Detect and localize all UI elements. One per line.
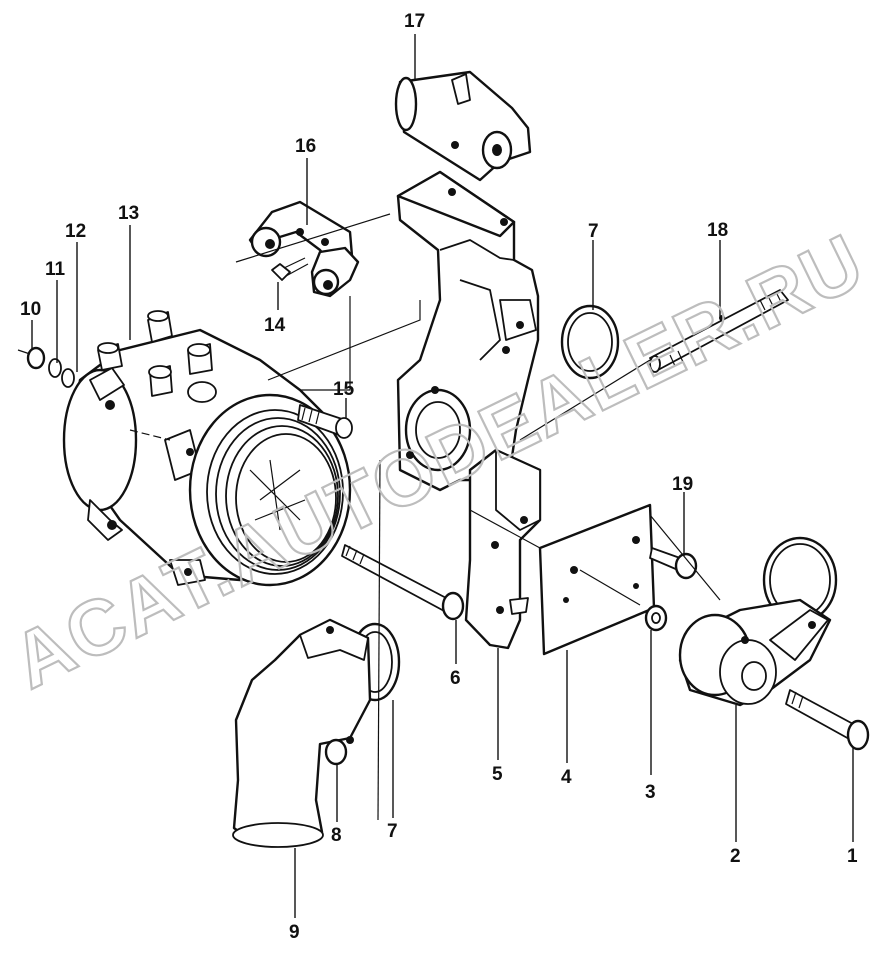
- callout-2: 2: [730, 846, 741, 867]
- callout-14: 14: [264, 315, 286, 336]
- part-1-bolt: [785, 689, 870, 751]
- callout-12: 12: [65, 221, 86, 242]
- part-19-bolt: [649, 547, 698, 580]
- callout-16: 16: [295, 136, 316, 157]
- part-6-long-bolt: [341, 544, 465, 621]
- parts-10-11-12-nut-washers: [17, 346, 75, 388]
- callout-15: 15: [333, 379, 355, 400]
- callout-3: 3: [645, 782, 656, 803]
- part-7-gasket-ring-upper: [560, 304, 620, 380]
- part-14-bolt: [271, 257, 309, 281]
- callout-8: 8: [331, 825, 342, 846]
- part-16-bracket: [248, 200, 360, 298]
- main-mounting-bracket: [396, 170, 542, 650]
- callout-10: 10: [20, 299, 41, 320]
- callout-13: 13: [118, 203, 139, 224]
- callout-5: 5: [492, 764, 503, 785]
- callout-labels: 17 16 13 12 11 10 14 15 7 18 19 6 5 4 3 …: [20, 11, 858, 943]
- part-9-elbow-pipe: [232, 618, 372, 848]
- part-18-stud: [649, 289, 789, 373]
- callout-19: 19: [672, 474, 693, 495]
- callout-9: 9: [289, 922, 300, 943]
- part-15-bolt: [297, 404, 353, 439]
- compressor-pulley: [188, 393, 352, 587]
- callout-7-lower: 7: [387, 821, 398, 842]
- callout-17: 17: [404, 11, 425, 32]
- callout-7-upper: 7: [588, 221, 599, 242]
- callout-1: 1: [847, 846, 858, 867]
- callout-4: 4: [561, 767, 572, 788]
- callout-18: 18: [707, 220, 728, 241]
- part-3-washer: [644, 604, 668, 632]
- part-17-clamp: [394, 70, 532, 182]
- callout-6: 6: [450, 668, 461, 689]
- callout-11: 11: [45, 259, 66, 280]
- part-8-nut: [324, 738, 348, 766]
- part-2-tensioner: [678, 536, 838, 707]
- leader-lines: [31, 34, 854, 918]
